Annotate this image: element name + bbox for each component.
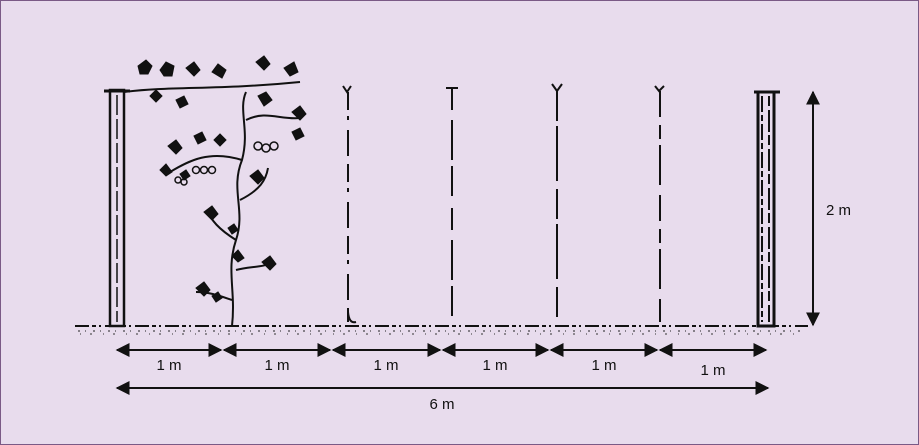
spacing-label-1: 1 m — [156, 357, 181, 374]
climbing-vine-illustration — [123, 81, 301, 327]
vine-leaves — [137, 55, 307, 303]
spacing-label-2: 1 m — [264, 357, 289, 374]
grape-clusters — [174, 141, 279, 186]
spacing-label-6: 1 m — [700, 362, 725, 379]
ground-line — [75, 325, 808, 335]
stake-3 — [551, 83, 563, 322]
stake-4 — [654, 85, 665, 322]
total-width-label: 6 m — [429, 396, 454, 413]
spacing-label-3: 1 m — [373, 357, 398, 374]
spacing-label-4: 1 m — [482, 357, 507, 374]
stake-2 — [446, 87, 458, 322]
stake-1 — [342, 85, 357, 324]
left-end-post — [104, 88, 130, 328]
right-end-post — [754, 90, 780, 328]
spacing-label-5: 1 m — [591, 357, 616, 374]
height-label: 2 m — [826, 202, 851, 219]
